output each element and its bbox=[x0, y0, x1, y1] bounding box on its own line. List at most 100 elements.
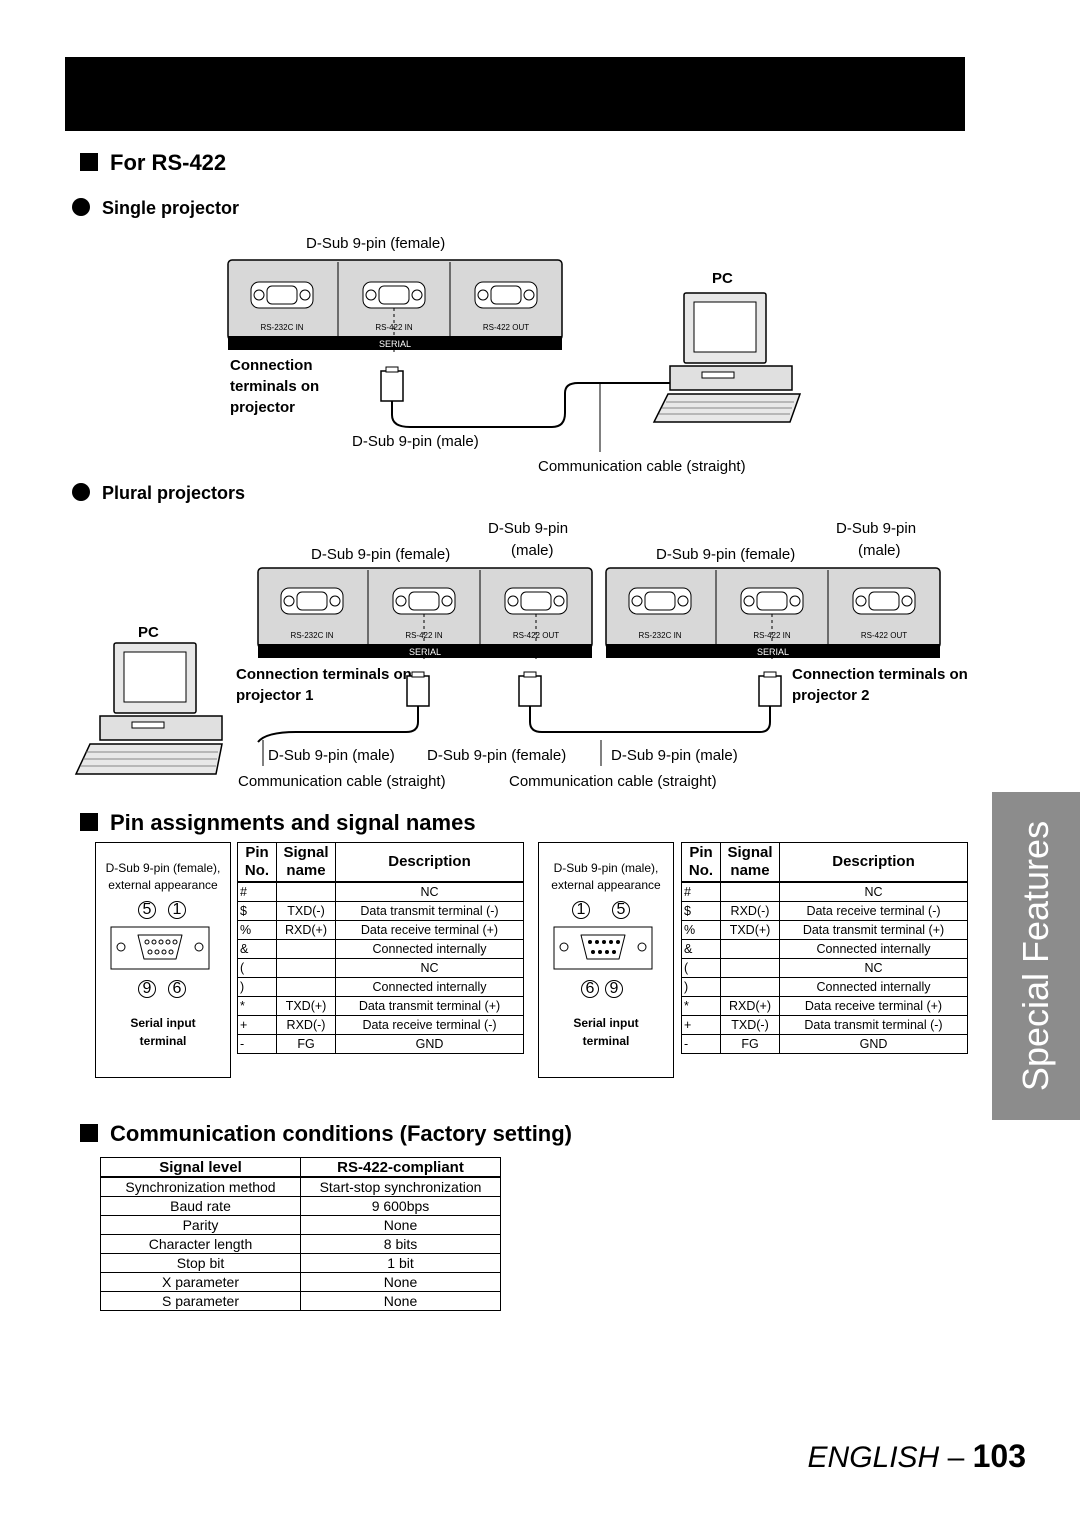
dsub-male-label: D-Sub 9-pin (male) bbox=[611, 747, 738, 764]
serial-input-label: Serial input terminal bbox=[130, 1016, 196, 1048]
pin-cell: - bbox=[237, 1034, 277, 1054]
male-label: (male) bbox=[858, 542, 901, 559]
table-row: *RXD(+)Data receive terminal (+) bbox=[681, 996, 968, 1016]
dsub-port-icon bbox=[474, 281, 538, 309]
dsub-port-icon bbox=[280, 587, 344, 615]
setting-name-cell: S parameter bbox=[100, 1291, 301, 1311]
setting-value-cell: 1 bit bbox=[300, 1253, 501, 1273]
single-cable-diagram bbox=[380, 366, 670, 452]
col-description: Description bbox=[335, 842, 524, 883]
pin-cell: * bbox=[681, 996, 721, 1016]
serial-input-label: Serial input terminal bbox=[573, 1016, 639, 1048]
table-row: +TXD(-)Data transmit terminal (-) bbox=[681, 1015, 968, 1035]
communication-cable bbox=[391, 382, 670, 428]
comm-conditions-table: Signal level RS-422-compliant Synchroniz… bbox=[100, 1157, 501, 1311]
description-cell: Data transmit terminal (-) bbox=[335, 901, 524, 921]
dsub-female-icon bbox=[110, 926, 210, 970]
dsub-plug-icon bbox=[758, 675, 782, 707]
dsub-male-label: D-Sub 9-pin (male) bbox=[352, 433, 479, 450]
dsub-port-icon bbox=[362, 281, 426, 309]
connector-box-male: D-Sub 9-pin (male), external appearance … bbox=[538, 842, 674, 1078]
pin-cell: ( bbox=[681, 958, 721, 978]
pin-number: 1 bbox=[572, 901, 590, 919]
projector-1-terminal-panel: RS-232C IN RS-422 IN RS-422 OUT SERIAL bbox=[257, 567, 593, 660]
pin-cell: % bbox=[237, 920, 277, 940]
setting-value-cell: None bbox=[300, 1272, 501, 1292]
header-bar bbox=[65, 57, 965, 131]
signal-cell bbox=[276, 881, 336, 902]
cable-label: Communication cable (straight) bbox=[509, 773, 717, 790]
pc-computer-icon bbox=[652, 292, 802, 423]
connector-box-female: D-Sub 9-pin (female), external appearanc… bbox=[95, 842, 231, 1078]
dsub-female-label: D-Sub 9-pin (female) bbox=[306, 235, 446, 252]
setting-value-cell: Start-stop synchronization bbox=[300, 1176, 501, 1197]
side-tab-label: Special Features bbox=[1015, 820, 1056, 1092]
pin-number: 6 bbox=[168, 980, 186, 998]
page-number: 103 bbox=[972, 1438, 1026, 1474]
terminal-label: RS-422 IN bbox=[753, 631, 791, 640]
section-heading-comm: Communication conditions (Factory settin… bbox=[80, 1121, 572, 1147]
serial-label: SERIAL bbox=[409, 647, 441, 657]
setting-name-cell: Stop bit bbox=[100, 1253, 301, 1273]
side-tab[interactable]: Special Features bbox=[992, 792, 1080, 1120]
dsub-port-icon bbox=[852, 587, 916, 615]
signal-cell bbox=[720, 881, 780, 902]
pin-cell: ) bbox=[681, 977, 721, 997]
table-row: *TXD(+)Data transmit terminal (+) bbox=[237, 996, 524, 1016]
description-cell: Data receive terminal (+) bbox=[335, 920, 524, 940]
signal-cell: RXD(-) bbox=[276, 1015, 336, 1035]
dsub-port-icon bbox=[250, 281, 314, 309]
description-cell: Connected internally bbox=[335, 977, 524, 997]
setting-name-cell: X parameter bbox=[100, 1272, 301, 1292]
cable-label: Communication cable (straight) bbox=[238, 773, 446, 790]
communication-cable bbox=[257, 706, 419, 743]
signal-cell: RXD(+) bbox=[276, 920, 336, 940]
subheading-single: Single projector bbox=[72, 198, 239, 219]
signal-cell: TXD(-) bbox=[720, 1015, 780, 1035]
dsub-female-label: D-Sub 9-pin (female) bbox=[656, 546, 796, 563]
signal-cell bbox=[720, 977, 780, 997]
setting-name-cell: Synchronization method bbox=[100, 1176, 301, 1197]
dsub-9pin-label: D-Sub 9-pin bbox=[836, 520, 917, 537]
dsub-female-label: D-Sub 9-pin (female) bbox=[311, 546, 451, 563]
col-signal: Signal name bbox=[720, 842, 780, 883]
terminal-label: RS-232C IN bbox=[290, 631, 333, 640]
description-cell: NC bbox=[779, 881, 968, 902]
signal-cell: FG bbox=[720, 1034, 780, 1054]
description-cell: Connected internally bbox=[335, 939, 524, 959]
description-cell: NC bbox=[335, 958, 524, 978]
terminal-label: RS-422 OUT bbox=[513, 631, 559, 640]
signal-cell bbox=[276, 958, 336, 978]
setting-value-cell: None bbox=[300, 1215, 501, 1235]
setting-name-cell: Parity bbox=[100, 1215, 301, 1235]
pin-table-male: Pin No. Signal name Description #NC$RXD(… bbox=[681, 842, 968, 1054]
dsub-male-label: D-Sub 9-pin (male) bbox=[268, 747, 395, 764]
dsub-port-icon bbox=[504, 587, 568, 615]
terminal-label: RS-232C IN bbox=[260, 323, 303, 332]
subheading-plural: Plural projectors bbox=[72, 483, 245, 504]
plural-cable-diagram bbox=[257, 671, 782, 766]
dsub-male-icon bbox=[553, 926, 653, 970]
pin-number: 5 bbox=[612, 901, 630, 919]
description-cell: NC bbox=[335, 881, 524, 902]
signal-cell bbox=[720, 939, 780, 959]
signal-cell bbox=[720, 958, 780, 978]
dsub-female-label: D-Sub 9-pin (female) bbox=[427, 747, 567, 764]
description-cell: Data transmit terminal (+) bbox=[335, 996, 524, 1016]
pin-cell: % bbox=[681, 920, 721, 940]
col-signal-level: Signal level bbox=[100, 1157, 301, 1178]
page-footer: ENGLISH – 103 bbox=[808, 1438, 1026, 1475]
pin-cell: $ bbox=[237, 901, 277, 921]
round-bullet-icon bbox=[72, 198, 90, 216]
square-bullet-icon bbox=[80, 1124, 98, 1142]
col-rs422-compliant: RS-422-compliant bbox=[300, 1157, 501, 1178]
description-cell: Data receive terminal (+) bbox=[779, 996, 968, 1016]
table-row: )Connected internally bbox=[681, 977, 968, 997]
description-cell: Data receive terminal (-) bbox=[335, 1015, 524, 1035]
